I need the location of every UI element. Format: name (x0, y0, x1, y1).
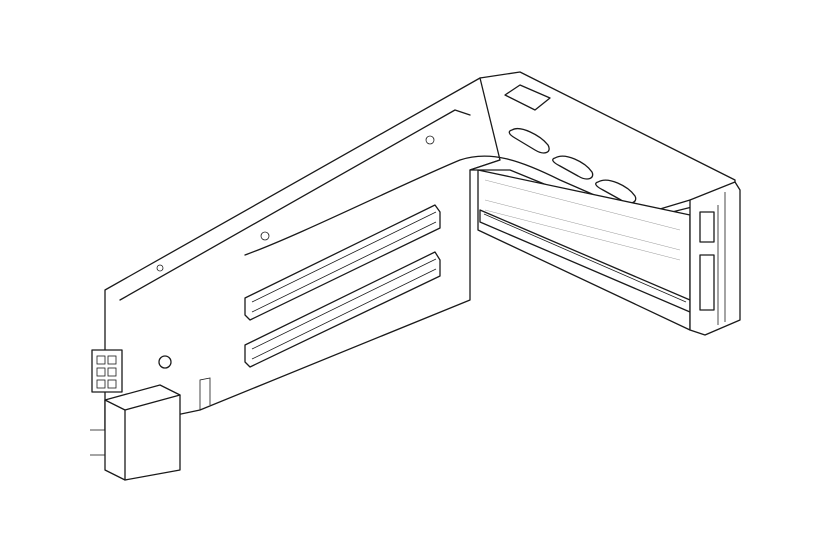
screw-hole (156, 264, 164, 272)
side-wall (104, 77, 501, 431)
latch (699, 211, 715, 243)
pcie-slot-lower (244, 251, 441, 368)
rear-bracket (689, 181, 741, 336)
standoff (158, 355, 172, 369)
vent-slot (552, 155, 594, 180)
handle-slot (504, 84, 551, 111)
vent-slot (508, 128, 550, 154)
pcie-slot-upper (244, 204, 441, 321)
screw-hole (425, 135, 435, 145)
top-plate (156, 71, 736, 272)
card-area (477, 169, 691, 331)
latch (699, 254, 715, 311)
power-connector (91, 349, 123, 393)
screw-hole (260, 231, 270, 241)
edge-connector (90, 384, 181, 481)
